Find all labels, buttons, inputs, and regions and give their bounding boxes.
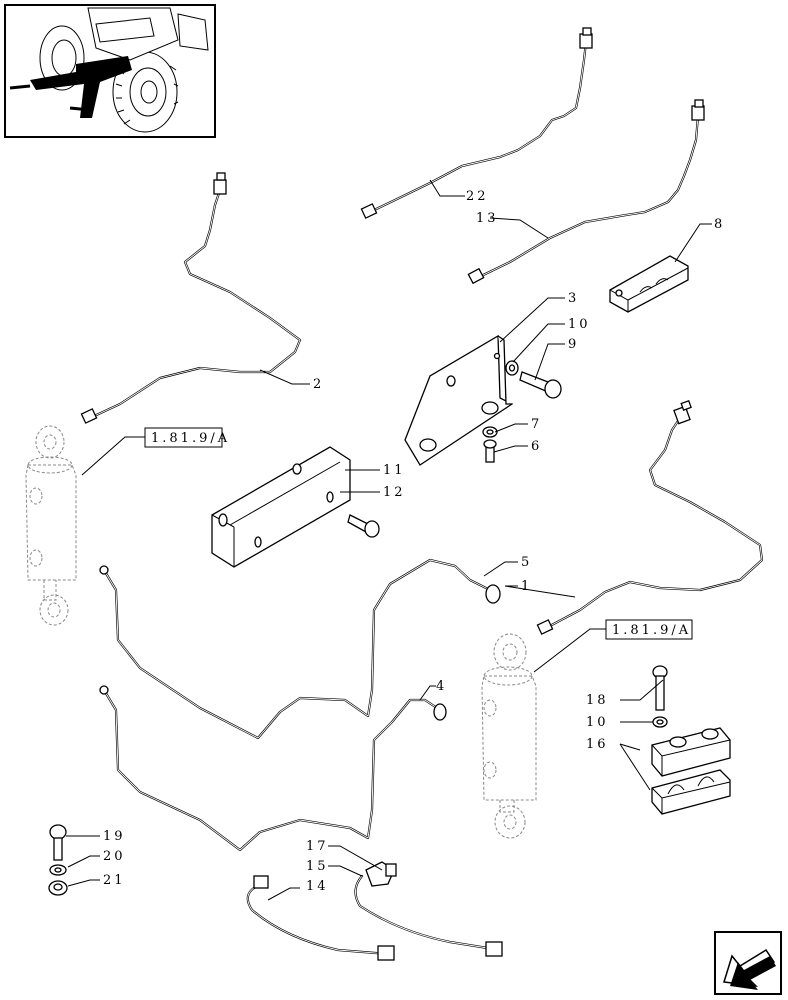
tractor-location-thumbnail-icon	[4, 4, 216, 138]
reference-label: 1.81.9/A	[612, 623, 691, 638]
cylinder-left	[25, 425, 77, 626]
pipe-5	[99, 558, 501, 740]
callout-labels: 22 13 8 3 10 9 2 7 6 11 12 5 1 4 18 10 1…	[103, 189, 725, 894]
washer-10-bolt-9	[505, 360, 562, 399]
callout-12: 12	[383, 485, 406, 500]
callout-14: 14	[306, 879, 329, 894]
pipe-2	[80, 172, 302, 424]
callout-10-lower: 10	[586, 715, 609, 730]
cylinder-right	[481, 633, 537, 839]
callout-11: 11	[383, 463, 406, 478]
hose-14	[246, 875, 395, 961]
callout-22: 22	[466, 189, 489, 204]
reference-box-left[interactable]: 1.81.9/A	[81, 427, 230, 476]
callout-2: 2	[313, 377, 324, 392]
bolt-12	[347, 514, 380, 538]
clamp-8	[609, 255, 689, 313]
reference-label: 1.81.9/A	[151, 431, 230, 446]
callout-5: 5	[521, 555, 532, 570]
callout-19: 19	[103, 829, 126, 844]
callout-1: 1	[521, 579, 532, 594]
callout-16: 16	[586, 737, 609, 752]
callout-3: 3	[568, 291, 579, 306]
callout-4: 4	[436, 679, 447, 694]
callout-20: 20	[103, 849, 126, 864]
pipe-1	[536, 399, 764, 635]
callout-9: 9	[568, 337, 579, 352]
callout-17: 17	[306, 839, 329, 854]
next-page-arrow-icon[interactable]	[714, 931, 782, 995]
pipe-13	[467, 99, 705, 285]
bolt-18-clamp-16	[651, 665, 731, 815]
pipe-4	[99, 685, 447, 852]
callout-21: 21	[103, 873, 126, 888]
washer-7-bolt-6	[482, 426, 498, 463]
callout-6: 6	[531, 439, 542, 454]
callout-15: 15	[306, 859, 329, 874]
leader-lines	[66, 179, 712, 901]
bracket-3	[404, 334, 514, 466]
callout-8: 8	[714, 217, 725, 232]
bolt-19-washer-20-nut-21	[48, 824, 68, 896]
callout-13: 13	[476, 211, 499, 226]
callout-10-upper: 10	[568, 317, 591, 332]
plate-11	[211, 446, 351, 568]
pipe-22	[360, 27, 593, 219]
reference-box-right[interactable]: 1.81.9/A	[533, 619, 693, 673]
callout-18: 18	[586, 693, 609, 708]
hose-15	[354, 861, 503, 957]
callout-7: 7	[531, 417, 542, 432]
